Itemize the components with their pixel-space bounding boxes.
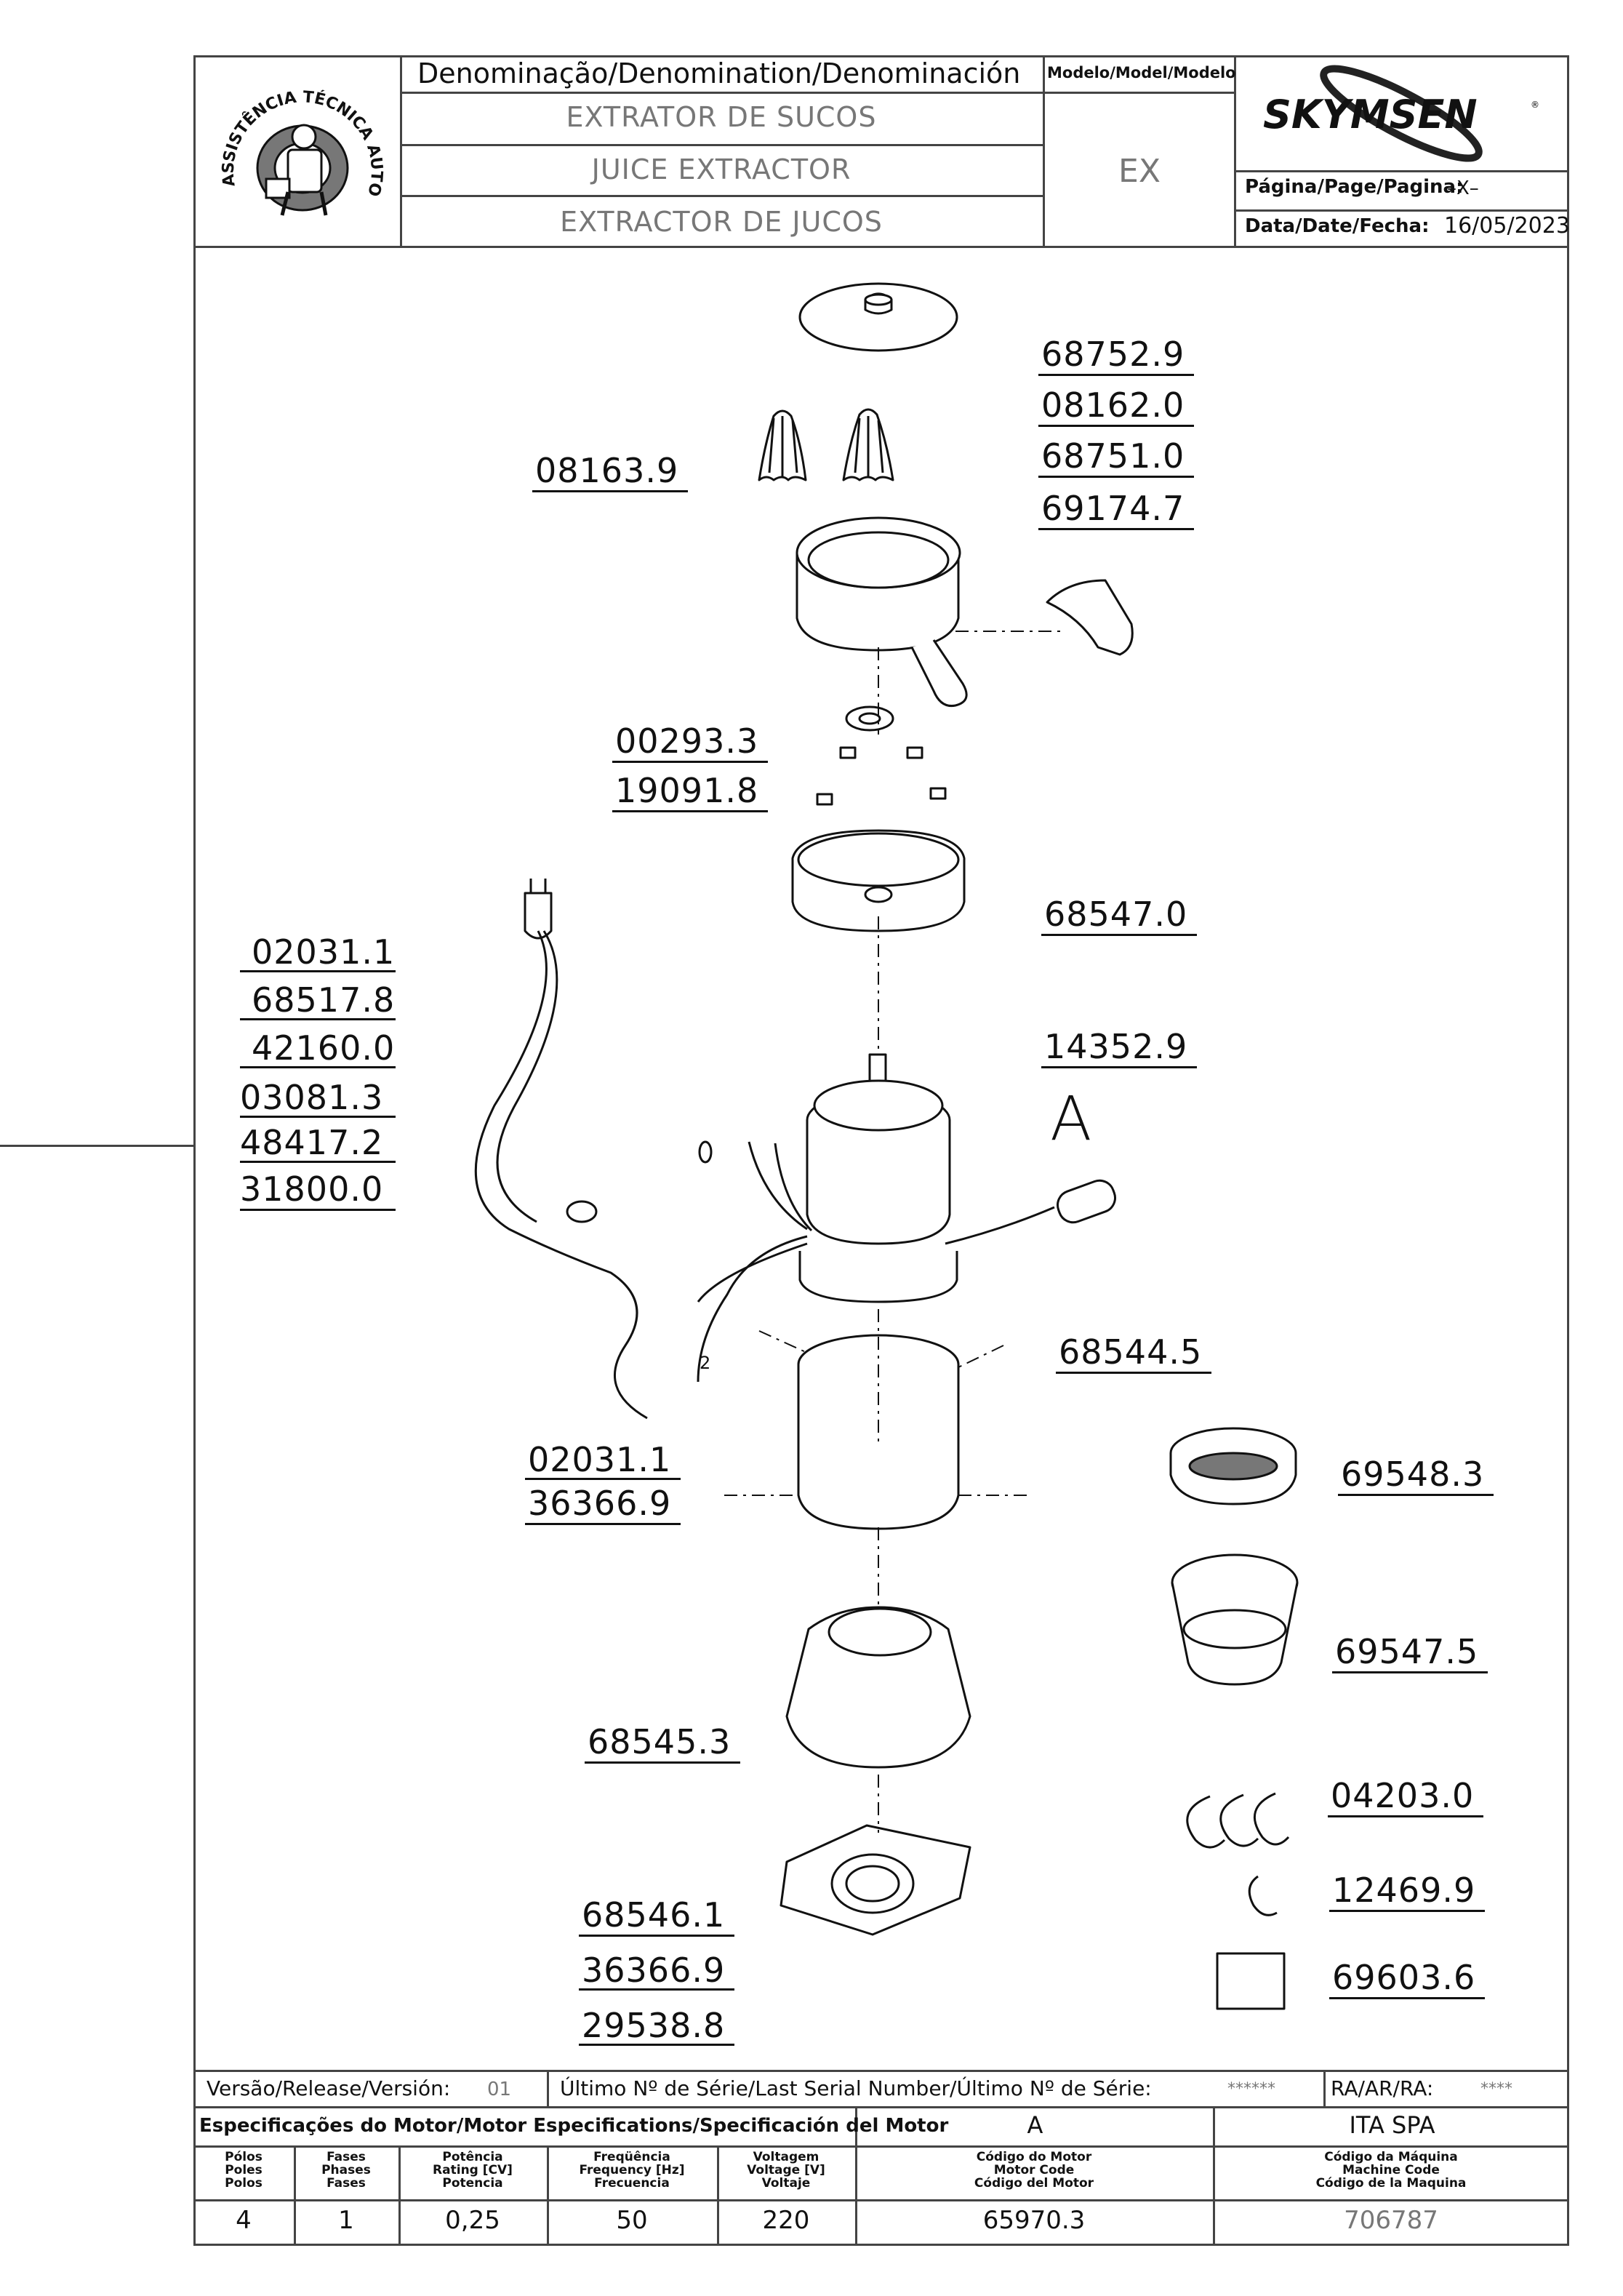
- value-phases: 1: [338, 2206, 354, 2235]
- motor-letter: A: [1027, 2111, 1043, 2139]
- date-label: Data/Date/Fecha:: [1245, 215, 1430, 237]
- value-motor-code: 65970.3: [982, 2206, 1086, 2235]
- part-label: 68751.0: [1041, 436, 1185, 476]
- screws-top: [816, 746, 947, 806]
- reamer-small: [758, 409, 807, 481]
- motor-base: [785, 1606, 971, 1769]
- part-label: 19091.8: [615, 771, 759, 810]
- svg-text:®: ®: [1531, 100, 1539, 110]
- reamer-large: [842, 408, 894, 481]
- name-en: JUICE EXTRACTOR: [591, 153, 851, 185]
- header-motor-code: Código do Motor Motor Code Código del Mo…: [974, 2150, 1094, 2191]
- part-label: 68547.0: [1044, 895, 1188, 934]
- spout-part: [1046, 579, 1134, 656]
- motor-part: [798, 1053, 1116, 1303]
- header-machine-code: Código da Máquina Machine Code Código de…: [1315, 2150, 1467, 2191]
- part-label: 48417.2: [240, 1123, 384, 1162]
- value-poles: 4: [236, 2206, 252, 2235]
- name-pt: EXTRATOR DE SUCOS: [566, 101, 877, 133]
- brand-name: SKYMSEN: [1263, 92, 1478, 137]
- part-label: 03081.3: [240, 1078, 384, 1117]
- assembly-axes: [724, 631, 1062, 1833]
- name-es: EXTRACTOR DE JUCOS: [560, 206, 883, 238]
- part-label: 29538.8: [582, 2006, 726, 2045]
- brand-logo: SKYMSEN ®: [1263, 65, 1539, 162]
- value-frequency: 50: [616, 2206, 648, 2235]
- margin-mark: [0, 1145, 193, 1147]
- part-label: 04203.0: [1331, 1776, 1475, 1815]
- wire-harness: [697, 1141, 1055, 1383]
- authorized-seal: ASSISTÊNCIA TÉCNICA AUTORIZADA: [215, 70, 385, 216]
- detail-letter: A: [1050, 1083, 1092, 1154]
- version-value: 01: [487, 2079, 512, 2100]
- model-value: EX: [1118, 153, 1161, 190]
- part-label: 42160.0: [252, 1028, 396, 1068]
- model-title: Modelo/Model/Modelo: [1047, 64, 1236, 81]
- part-label: 14352.9: [1044, 1027, 1188, 1066]
- washer-part: [845, 705, 894, 732]
- part-label: 12469.9: [1332, 1871, 1476, 1910]
- serial-value: ******: [1227, 2080, 1275, 2098]
- page-label: Página/Page/Pagina:: [1245, 176, 1464, 198]
- part-label: 08163.9: [535, 451, 679, 490]
- clip-part: [1248, 1875, 1278, 1916]
- denomination-title: Denominação/Denomination/Denominación: [417, 57, 1021, 89]
- terminal-part: [698, 1140, 713, 1164]
- part-label: 36366.9: [528, 1484, 672, 1523]
- version-label: Versão/Release/Versión:: [207, 2076, 451, 2100]
- part-label: 69548.3: [1341, 1455, 1485, 1494]
- header-poles: Pólos Poles Polos: [225, 2150, 263, 2191]
- header-frequency: Freqüência Frequency [Hz] Frecuencia: [579, 2150, 685, 2191]
- page-value: –X–: [1447, 177, 1479, 199]
- date-value: 16/05/2023: [1444, 213, 1570, 239]
- bowl-support: [791, 829, 966, 932]
- part-label: 68544.5: [1059, 1332, 1203, 1372]
- serial-label: Último Nº de Série/Last Serial Number/Úl…: [560, 2076, 1152, 2100]
- juice-bowl: [796, 516, 968, 708]
- value-machine-code: 706787: [1344, 2206, 1438, 2235]
- juice-cup: [1171, 1553, 1299, 1686]
- power-cord: [474, 879, 648, 1420]
- part-label: 00293.3: [615, 721, 759, 761]
- part-label: 68752.9: [1041, 335, 1185, 374]
- part-label: 68546.1: [582, 1895, 726, 1935]
- wiring-mark: 2: [700, 1353, 711, 1373]
- part-label: 02031.1: [528, 1440, 672, 1479]
- header-rating: Potência Rating [CV] Potencia: [433, 2150, 513, 2191]
- value-rating: 0,25: [445, 2206, 500, 2235]
- part-label: 31800.0: [240, 1169, 384, 1209]
- part-label: 69547.5: [1335, 1632, 1479, 1671]
- lid-part: [798, 282, 958, 352]
- part-label: 69603.6: [1332, 1958, 1476, 1997]
- value-voltage: 220: [762, 2206, 810, 2235]
- part-label: 68545.3: [588, 1722, 732, 1761]
- part-label: 02031.1: [252, 932, 396, 972]
- switch-part: [566, 1200, 598, 1223]
- part-label: 36366.9: [582, 1951, 726, 1990]
- part-label: 08162.0: [1041, 385, 1185, 425]
- motor-spec-title: Especificações do Motor/Motor Especifica…: [199, 2115, 949, 2137]
- header-voltage: Voltagem Voltage [V] Voltaje: [747, 2150, 825, 2191]
- drawing-frame: [193, 55, 1569, 2246]
- ra-value: ****: [1480, 2080, 1512, 2098]
- filter-basket: [1169, 1427, 1297, 1505]
- bottom-plate: [780, 1824, 971, 1936]
- header-phases: Fases Phases Fases: [321, 2150, 371, 2191]
- part-label: 68517.8: [252, 980, 396, 1020]
- ra-label: RA/AR/RA:: [1331, 2076, 1434, 2100]
- spring-rings: [1186, 1792, 1290, 1849]
- label-plate: [1216, 1952, 1286, 2010]
- machine-brand: ITA SPA: [1349, 2111, 1435, 2139]
- part-label: 69174.7: [1041, 489, 1185, 528]
